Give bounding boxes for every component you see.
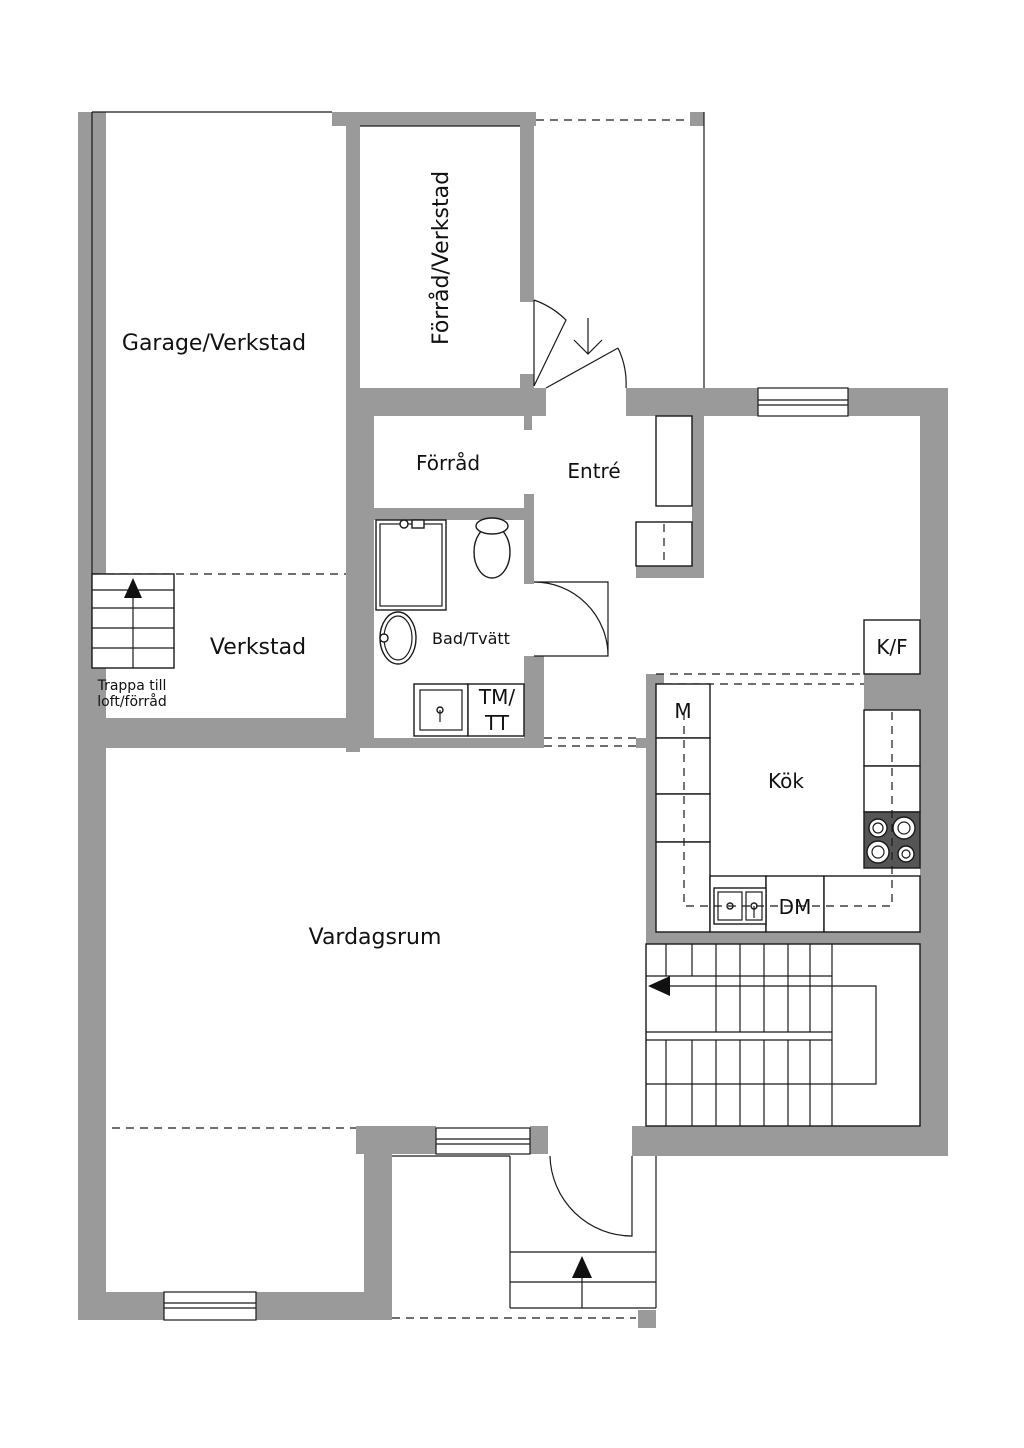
wall-kitchen-north [646,674,664,684]
wall-living-south-stub [78,1126,106,1136]
wall-bottom-left [78,1292,164,1320]
window-living-south [435,1127,531,1155]
stairs-workshop [91,573,175,669]
window-bottom [163,1291,257,1321]
wall-top-mid [332,112,536,126]
washer-box [467,683,525,737]
wall-bath-bottom [360,738,544,748]
wall-entry-partition-foot [636,566,704,578]
room-label-bath: Bad/Tvätt [432,629,510,648]
door-entry-right [545,347,627,389]
wall-workshop-bottom [78,718,374,748]
wall-bath-east-low [524,656,544,748]
room-label-entrance: Entré [567,459,620,483]
dishwasher-label: DM [779,895,812,919]
room-label-storage-workshop: Förråd/Verkstad [428,171,454,345]
wall-bottom-right [256,1292,392,1320]
wall-top-post [690,112,704,126]
kitchen-fixtures [655,619,921,933]
fridge-freezer-label: K/F [876,635,907,659]
stair-arrow-left-icon [648,976,670,996]
washer-label-line1: TM/ [478,685,515,709]
wall-forrad-bottom [360,508,526,520]
window-entry-north [757,387,849,417]
stairs-note-line1: Trappa till [97,678,167,694]
door-entry-left [533,299,567,387]
wall-top-garage [78,112,92,126]
wall-south-east [632,1126,948,1156]
wall-kitchen-bottom [646,932,920,944]
wall-post [638,1310,656,1328]
entry-closets [635,415,693,567]
room-label-storage: Förråd [416,451,480,475]
fridge-freezer-box [863,619,921,675]
stair-arrow-up-icon [124,578,142,598]
washer-label-line2: TT [484,711,510,735]
entry-arrow-up-icon [572,1256,592,1278]
room-outlines [91,111,705,1319]
stairs-note-line2: loft/förråd [97,693,167,710]
wall-kitchen-ne [864,674,920,710]
entry-arrow-icon [573,318,603,355]
wall-bath-east [524,494,534,584]
wall-entry-partition [692,416,704,578]
room-label-living-room: Vardagsrum [309,925,442,950]
bath-fixtures [375,517,525,737]
windows [163,387,849,1321]
wall-east [920,388,948,1156]
wall-forrad-west [360,402,374,742]
doors [533,299,633,1237]
wall-hall-stub [636,738,646,748]
wall-lower-east [364,1140,392,1320]
room-label-kitchen: Kök [768,769,804,793]
shower-icon [375,519,447,611]
microwave-label: M [674,699,691,723]
wall-forrad-stub [524,416,532,430]
door-bath [533,581,609,657]
wall-storage-east [520,112,534,302]
stairs-main [645,943,921,1127]
wall-living-south-mid [530,1126,548,1154]
wall-garage-east [346,112,360,752]
stairs-south [509,1156,656,1309]
labels: Garage/Verkstad Förråd/Verkstad Förråd E… [97,171,908,950]
wall-kitchen-west [646,674,656,1144]
door-south [549,1155,633,1237]
room-label-garage: Garage/Verkstad [122,331,306,356]
room-label-workshop: Verkstad [210,635,306,660]
wall-storage-bottom [346,388,546,416]
dishwasher-box [765,875,825,933]
